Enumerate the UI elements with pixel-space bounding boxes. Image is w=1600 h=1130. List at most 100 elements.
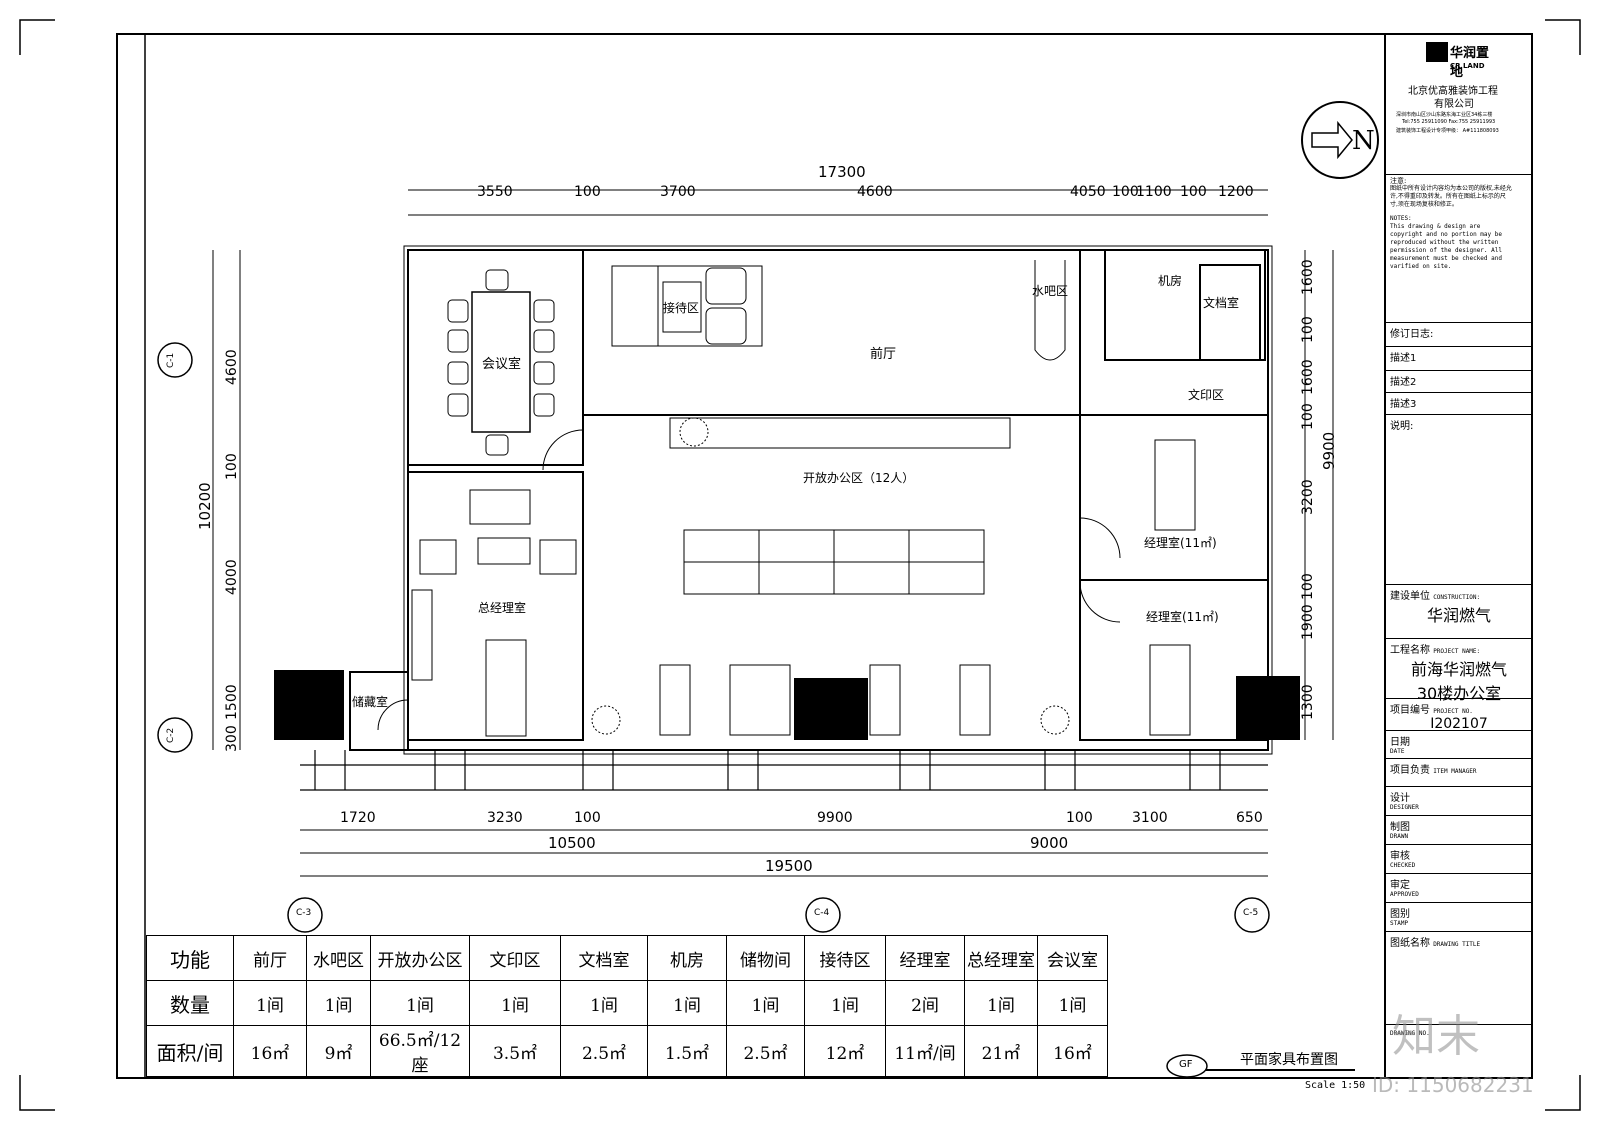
dim-top-5: 4050 (1070, 184, 1106, 200)
date-label-en: DATE (1390, 748, 1405, 755)
function-table-cell: 1间 (560, 980, 648, 1026)
dim-top-7: 1100 (1136, 184, 1172, 200)
dim-right-total: 9900 (1320, 431, 1338, 470)
function-table-cell: 开放办公区 (370, 935, 470, 981)
dim-right-6: 100 (1300, 573, 1316, 600)
construction-label-en: CONSTRUCTION: (1433, 594, 1481, 601)
notes-en-text: This drawing & design are copyright and … (1390, 223, 1502, 270)
project-name-label: 工程名称 (1390, 645, 1430, 656)
stamp-label-en: STAMP (1390, 920, 1409, 927)
date-label: 日期 (1390, 737, 1410, 748)
room-label-lobby: 前厅 (870, 347, 897, 362)
dim-bottom-sub-1: 10500 (548, 834, 596, 852)
axis-tag-2: C-2 (166, 727, 176, 743)
function-table-cell: 66.5㎡/12座 (370, 1025, 470, 1077)
dim-top-9: 1200 (1218, 184, 1254, 200)
dim-bottom-total: 19500 (765, 857, 813, 875)
project-number-value: I202107 (1430, 716, 1488, 732)
room-label-meeting: 会议室 (482, 357, 522, 372)
dim-top-4: 4600 (857, 184, 893, 200)
logo-text: 华润置地 (1450, 46, 1490, 80)
project-number-label-en: PROJECT NO. (1433, 708, 1473, 715)
function-table-cell: 1间 (1037, 980, 1108, 1026)
function-table-cell: 2.5㎡ (726, 1025, 805, 1077)
function-table-cell: 总经理室 (964, 935, 1038, 981)
function-table-cell: 储物间 (726, 935, 805, 981)
company-name-line2: 有限公司 (1434, 99, 1474, 110)
drawing-title: 平面家具布置图 (1240, 1052, 1338, 1068)
dim-bottom-sub-2: 9000 (1030, 834, 1069, 852)
dim-right-5: 3200 (1300, 479, 1316, 515)
function-table-cell: 经理室 (885, 935, 965, 981)
construction-value: 华润燃气 (1426, 606, 1491, 625)
notes-cn-title: 注意: (1390, 177, 1407, 185)
function-table-cell: 1间 (726, 980, 805, 1026)
stamp-label: 图别 (1390, 909, 1410, 920)
project-name-label-en: PROJECT NAME: (1433, 648, 1481, 655)
dim-right-2: 100 (1300, 316, 1316, 343)
room-label-manager-1: 经理室(11㎡) (1144, 536, 1217, 550)
dim-right-3: 1600 (1300, 359, 1316, 395)
function-table-cell: 9㎡ (306, 1025, 371, 1077)
approved-label: 审定 (1390, 880, 1410, 891)
title-label-en: DRAWING TITLE (1433, 941, 1481, 948)
function-table-cell: 会议室 (1037, 935, 1108, 981)
dim-left-total: 10200 (196, 482, 214, 530)
function-table-cell: 1间 (306, 980, 371, 1026)
dim-left-1: 4600 (224, 349, 240, 385)
checked-label-en: CHECKED (1390, 862, 1416, 869)
dim-bottom-3: 100 (574, 810, 601, 826)
function-table-cell: 12㎡ (804, 1025, 886, 1077)
function-table-cell: 文档室 (560, 935, 648, 981)
revision-item-1: 描述1 (1386, 346, 1532, 370)
notes-cn-text: 图纸中所有设计内容均为本公司的版权,未经允许,不得重印及转发。所有在图纸上标示的… (1390, 185, 1512, 208)
room-label-print: 文印区 (1188, 388, 1225, 402)
revision-title: 修订日志: (1386, 322, 1532, 346)
remark-label: 说明: (1386, 414, 1532, 584)
room-label-server: 机房 (1158, 274, 1183, 288)
function-table-cell: 2.5㎡ (560, 1025, 648, 1077)
designer-label: 设计 (1390, 793, 1410, 804)
manager-label: 项目负责 (1390, 765, 1430, 776)
function-table-row-header: 功能 (146, 935, 234, 981)
dim-top-3: 3700 (660, 184, 696, 200)
dim-bottom-5: 100 (1066, 810, 1093, 826)
north-arrow-icon (1301, 101, 1379, 179)
dim-right-4: 100 (1300, 403, 1316, 430)
axis-tag-5: C-5 (1243, 908, 1259, 918)
function-table-cell: 1.5㎡ (647, 1025, 727, 1077)
function-table-cell: 1间 (370, 980, 470, 1026)
function-table-cell: 1间 (469, 980, 561, 1026)
title-block: 华润置地 CR LAND 北京优高雅装饰工程 有限公司 深圳市南山区沙山东路东海… (1384, 34, 1532, 1078)
function-table-cell: 16㎡ (233, 1025, 307, 1077)
room-label-storage: 储藏室 (352, 695, 389, 709)
approved-label-en: APPROVED (1390, 891, 1419, 898)
function-table-cell: 11㎡/间 (885, 1025, 965, 1077)
function-table-row-header: 面积/间 (146, 1025, 234, 1077)
room-label-gm: 总经理室 (478, 601, 527, 615)
designer-label-en: DESIGNER (1390, 804, 1419, 811)
function-table-cell: 前厅 (233, 935, 307, 981)
function-table-cell: 接待区 (804, 935, 886, 981)
dim-bottom-1: 1720 (340, 810, 376, 826)
dim-top-6: 100 (1112, 184, 1139, 200)
function-table-cell: 21㎡ (964, 1025, 1038, 1077)
axis-tag-3: C-3 (296, 908, 312, 918)
room-label-open-office: 开放办公区（12人） (803, 471, 915, 485)
dim-left-2: 100 (224, 453, 240, 480)
watermark-id: ID: 1150682231 (1372, 1073, 1534, 1097)
dim-bottom-2: 3230 (487, 810, 523, 826)
drawing-no-label-en: DRAWING NO. (1390, 1030, 1430, 1037)
checked-label: 审核 (1390, 851, 1410, 862)
function-table-cell: 文印区 (469, 935, 561, 981)
dim-left-3: 4000 (224, 559, 240, 595)
revision-item-2: 描述2 (1386, 370, 1532, 392)
logo-sub: CR LAND (1450, 62, 1485, 70)
drawn-label: 制图 (1390, 822, 1410, 833)
function-table-cell: 2间 (885, 980, 965, 1026)
function-table-row: 功能前厅水吧区开放办公区文印区文档室机房储物间接待区经理室总经理室会议室 (146, 935, 1108, 981)
function-table-row-header: 数量 (146, 980, 234, 1026)
